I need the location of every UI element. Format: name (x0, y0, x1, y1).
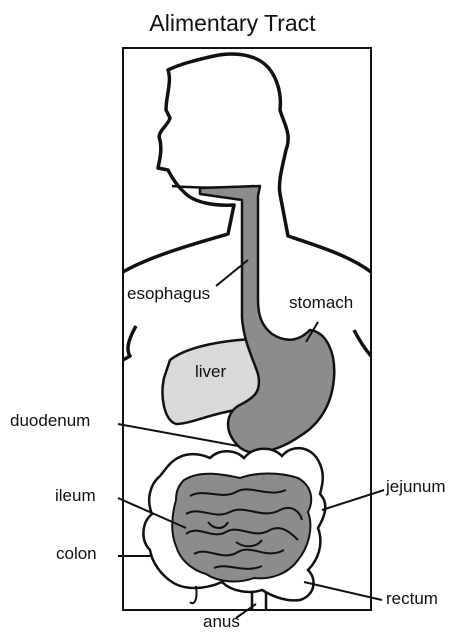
label-jejunum: jejunum (386, 477, 446, 497)
label-rectum: rectum (386, 589, 438, 609)
label-ileum: ileum (55, 486, 96, 506)
label-colon: colon (56, 544, 97, 564)
label-liver: liver (195, 362, 226, 382)
label-duodenum: duodenum (10, 411, 90, 431)
label-anus: anus (203, 612, 240, 632)
label-stomach: stomach (289, 293, 353, 313)
label-esophagus: esophagus (127, 284, 210, 304)
